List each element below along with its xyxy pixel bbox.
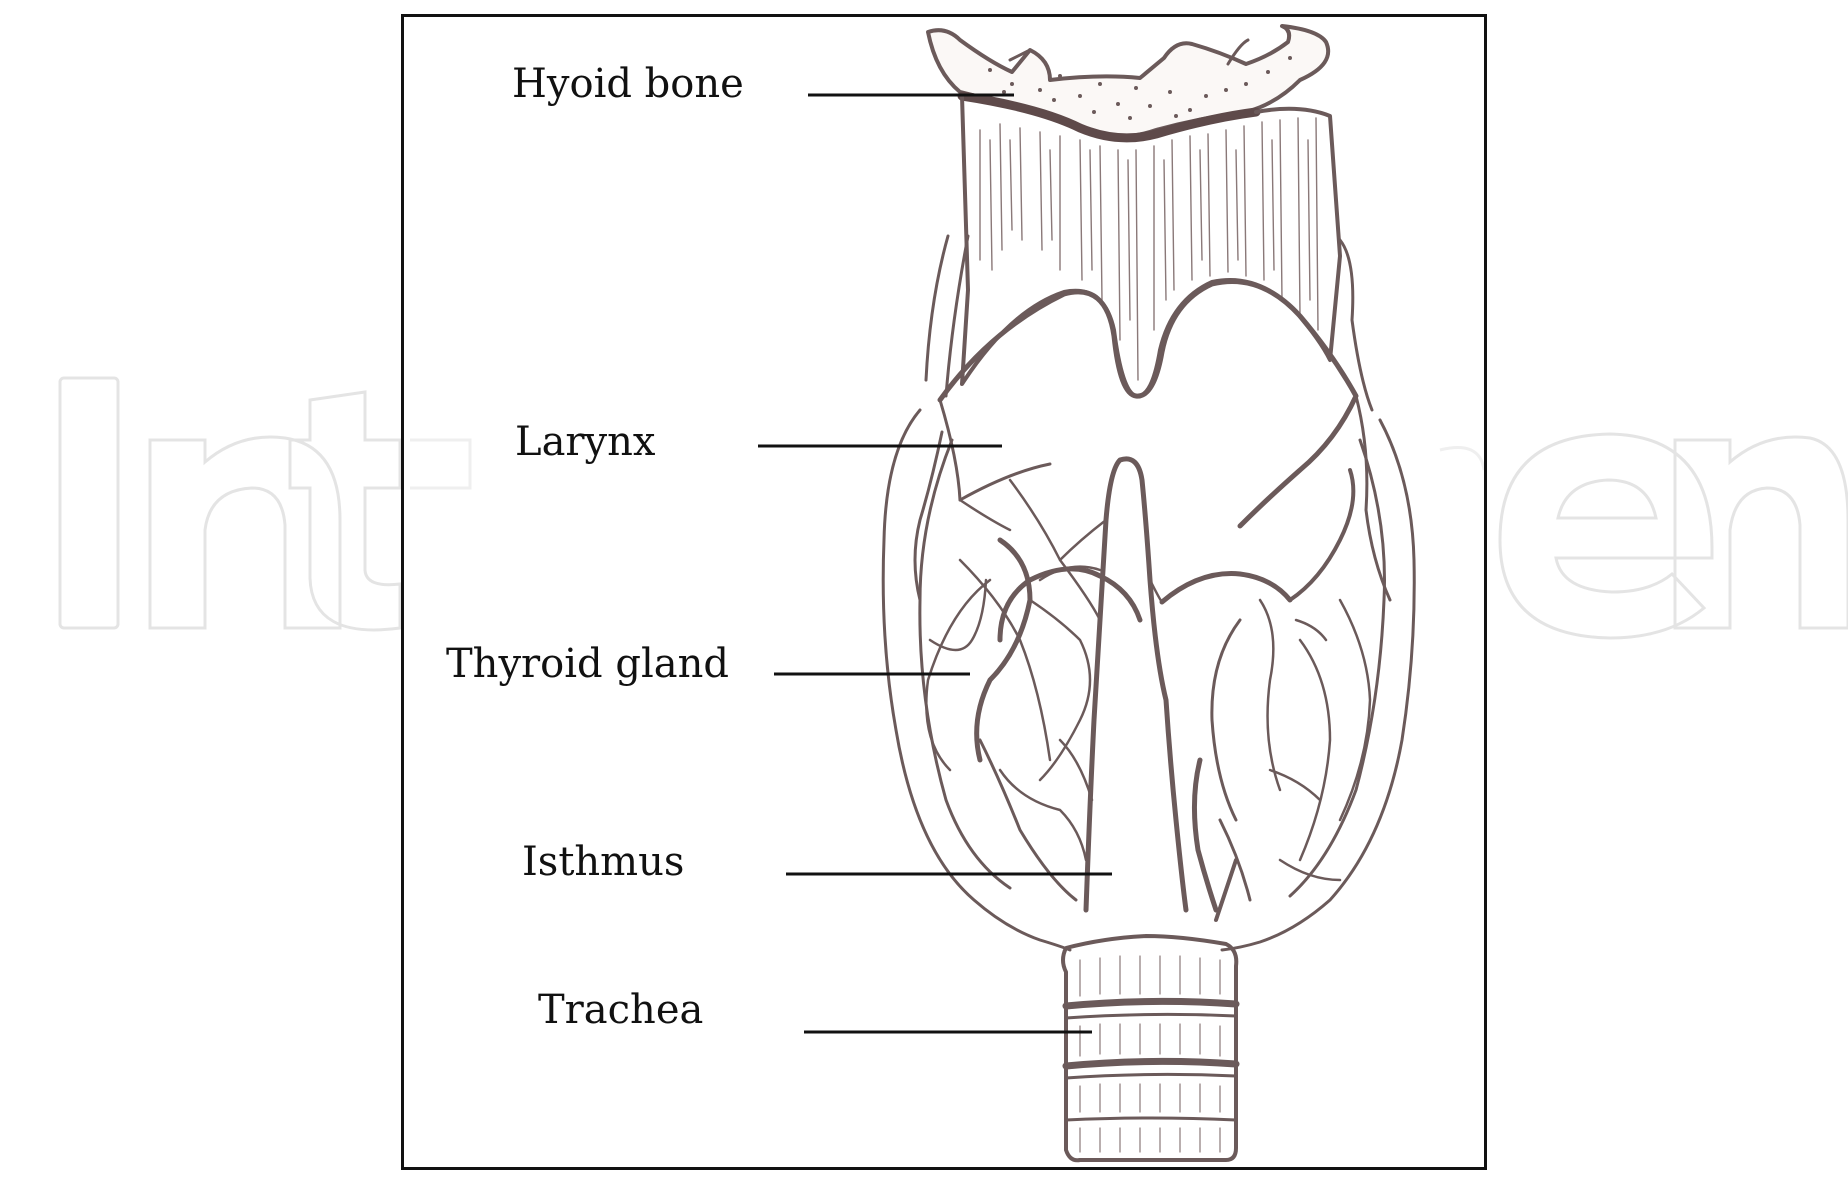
label-trachea: Trachea [538, 987, 704, 1033]
frame-background [404, 17, 1484, 1167]
figure-frame [401, 14, 1487, 1170]
label-thyroid-gland: Thyroid gland [446, 641, 729, 687]
label-larynx: Larynx [515, 419, 656, 465]
trachea-shape [1061, 934, 1240, 1163]
watermark-logo [58, 376, 1848, 640]
isthmus-shape [1058, 456, 1189, 913]
watermark-logo-inner [410, 438, 1486, 490]
leader-lines [758, 93, 1112, 1034]
thyroid-gland-shape [881, 408, 1416, 952]
label-hyoid-bone: Hyoid bone [512, 61, 744, 107]
label-isthmus: Isthmus [522, 839, 685, 885]
hyoid-bone-shape [926, 24, 1331, 143]
drawing-outlines [881, 24, 1416, 1163]
